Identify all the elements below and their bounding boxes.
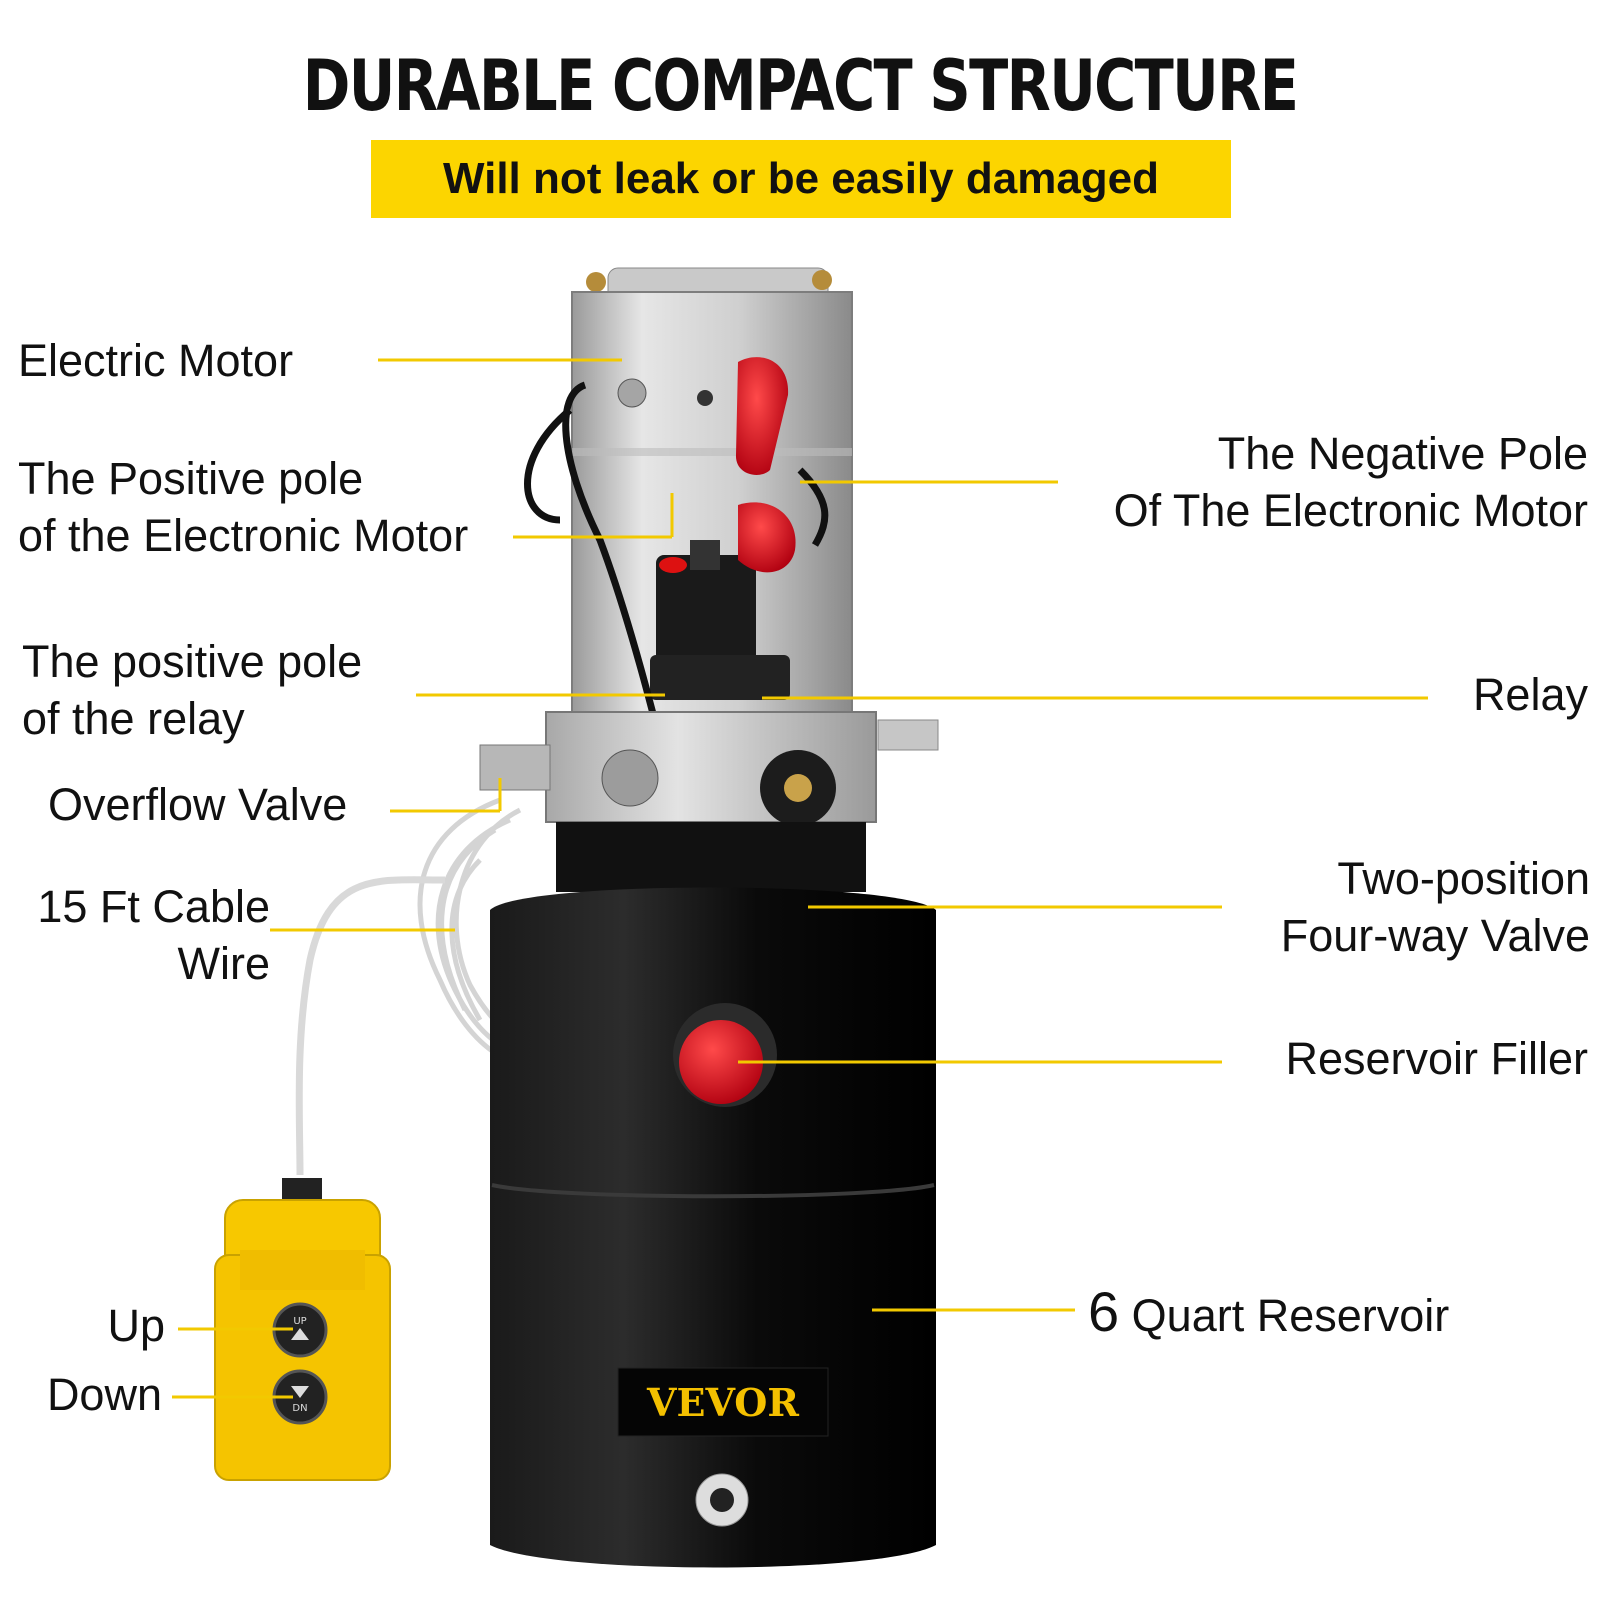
remote-pendant: UP DN — [214, 1178, 391, 1481]
label-negative-pole: The Negative Pole Of The Electronic Moto… — [1060, 425, 1588, 539]
label-electric-motor: Electric Motor — [18, 335, 294, 386]
down-arrow-icon — [291, 1386, 309, 1398]
tank-collar — [556, 822, 866, 892]
label-reservoir-number: 6 — [1088, 1280, 1120, 1343]
motor-terminal-bolt — [617, 378, 647, 408]
label-positive-pole-relay-line1: The positive pole — [22, 636, 363, 687]
label-down: Down — [46, 1369, 162, 1420]
label-cable: 15 Ft Cable Wire — [20, 878, 270, 992]
page-title: DURABLE COMPACT STRUCTURE — [302, 45, 1299, 127]
subtitle-banner: Will not leak or be easily damaged — [371, 140, 1231, 218]
label-positive-pole-relay-line2: of the relay — [22, 693, 245, 744]
label-positive-pole-relay: The positive pole of the relay — [22, 633, 362, 747]
motor-terminal-hole — [697, 390, 713, 406]
remote-cable — [295, 876, 446, 1176]
relay — [650, 540, 790, 700]
label-positive-pole-motor: The Positive pole of the Electronic Moto… — [18, 450, 468, 564]
label-positive-pole-motor-line1: The Positive pole — [18, 453, 364, 504]
callout-lines — [172, 358, 1428, 1399]
label-positive-pole-motor-line2: of the Electronic Motor — [18, 510, 469, 561]
remote-down-text: DN — [292, 1403, 307, 1414]
label-cable-line1: 15 Ft Cable — [37, 881, 270, 932]
label-reservoir-filler: Reservoir Filler — [1285, 1033, 1588, 1084]
label-relay: Relay — [1472, 669, 1588, 720]
brand-plate: VEVOR — [617, 1367, 829, 1437]
reservoir-filler-cap — [673, 1003, 777, 1107]
drain-plug — [695, 1473, 749, 1527]
label-four-way-valve-line1: Two-position — [1337, 853, 1590, 904]
label-cable-line2: Wire — [177, 938, 270, 989]
subtitle-text: Will not leak or be easily damaged — [442, 154, 1160, 203]
label-negative-pole-line2: Of The Electronic Motor — [1113, 485, 1588, 536]
brand-logo: VEVOR — [646, 1380, 799, 1425]
label-reservoir-text: Quart Reservoir — [1131, 1290, 1450, 1341]
label-negative-pole-line1: The Negative Pole — [1217, 428, 1588, 479]
reservoir-tank — [490, 887, 936, 1568]
label-four-way-valve: Two-position Four-way Valve — [1200, 850, 1590, 964]
label-four-way-valve-line2: Four-way Valve — [1280, 910, 1590, 961]
label-up: Up — [107, 1300, 165, 1351]
label-overflow-valve: Overflow Valve — [48, 779, 348, 830]
remote-up-text: UP — [293, 1316, 306, 1327]
label-reservoir: 6 Quart Reservoir — [1088, 1283, 1449, 1344]
terminal-boots — [659, 357, 796, 573]
valve-block — [479, 711, 939, 826]
up-arrow-icon — [291, 1328, 309, 1340]
